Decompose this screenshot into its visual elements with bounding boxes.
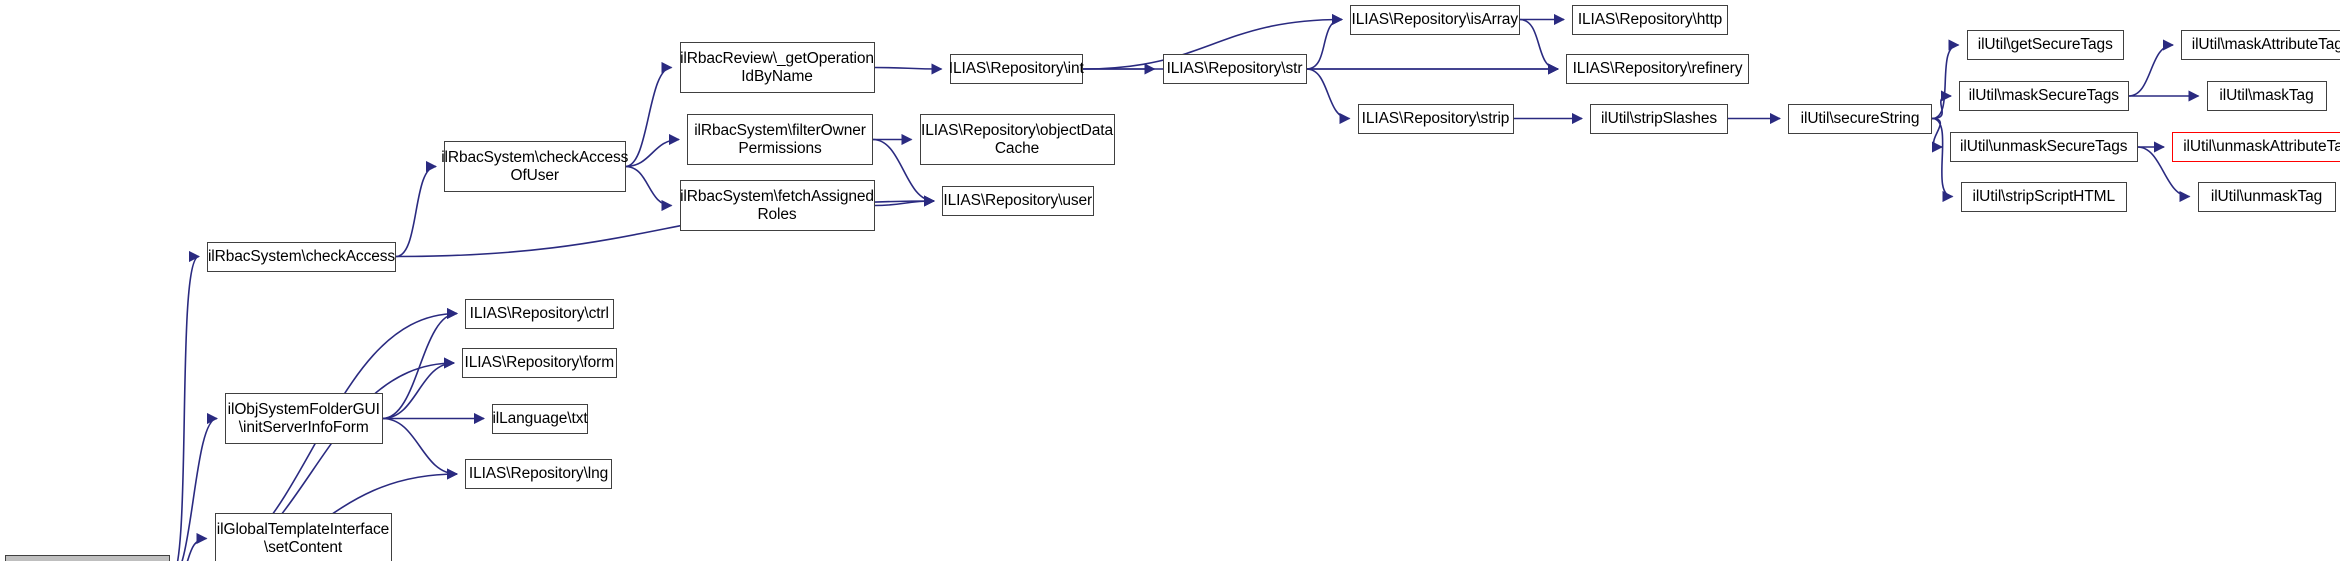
graph-edge	[1519, 18, 1560, 75]
graph-node-n10[interactable]: ilRbacSystem\filterOwner Permissions	[687, 114, 873, 165]
graph-node-n20[interactable]: ilUtil\stripSlashes	[1590, 103, 1728, 134]
graph-node-n6[interactable]: ILIAS\Repository\form	[462, 348, 617, 378]
graph-edge	[382, 417, 459, 480]
graph-node-n18[interactable]: ILIAS\Repository\http	[1572, 4, 1728, 35]
graph-edge	[874, 195, 936, 207]
graph-edge	[2128, 39, 2175, 97]
graph-node-n17[interactable]: ILIAS\Repository\strip	[1357, 103, 1514, 134]
graph-edge	[1931, 90, 1953, 120]
graph-node-n9[interactable]: ilRbacReview\_getOperation IdByName	[679, 42, 875, 93]
graph-edge	[625, 133, 681, 168]
graph-node-n7[interactable]: ilLanguage\txt	[492, 403, 588, 434]
graph-node-n26[interactable]: ilUtil\maskAttributeTag	[2181, 30, 2340, 60]
graph-edge	[1306, 68, 1351, 125]
graph-node-n21[interactable]: ilUtil\secureString	[1788, 103, 1932, 134]
graph-edge	[186, 532, 208, 561]
graph-edge	[1931, 117, 1944, 153]
graph-edge	[382, 357, 456, 420]
graph-node-n29[interactable]: ilUtil\unmaskTag	[2197, 181, 2336, 212]
graph-node-n24[interactable]: ilUtil\unmaskSecureTags	[1950, 132, 2138, 162]
graph-node-n0[interactable]: ilObjSystemFolderGUI \setServerInfoSubTa…	[4, 555, 170, 561]
graph-edge	[382, 307, 459, 420]
graph-edge	[181, 412, 219, 561]
graph-node-n3[interactable]: ilGlobalTemplateInterface \setContent	[214, 513, 392, 561]
graph-node-n8[interactable]: ILIAS\Repository\lng	[465, 459, 612, 489]
graph-node-n27[interactable]: ilUtil\maskTag	[2206, 81, 2327, 111]
graph-node-n23[interactable]: ilUtil\maskSecureTags	[1959, 81, 2129, 111]
graph-node-n12[interactable]: ILIAS\Repository\int	[949, 54, 1084, 84]
graph-node-n11[interactable]: ilRbacSystem\fetchAssigned Roles	[679, 180, 875, 231]
graph-node-n14[interactable]: ILIAS\Repository\user	[942, 186, 1094, 216]
graph-node-n22[interactable]: ilUtil\getSecureTags	[1966, 30, 2124, 60]
graph-node-n16[interactable]: ILIAS\Repository\isArray	[1350, 4, 1520, 35]
graph-edge	[625, 61, 673, 168]
graph-node-n25[interactable]: ilUtil\stripScriptHTML	[1960, 181, 2127, 212]
graph-node-n15[interactable]: ILIAS\Repository\str	[1162, 54, 1307, 84]
graph-node-n13[interactable]: ILIAS\Repository\objectData Cache	[919, 114, 1115, 165]
graph-edge	[1306, 13, 1344, 70]
graph-node-n1[interactable]: ilRbacSystem\checkAccess	[207, 241, 396, 272]
graph-edge	[395, 160, 438, 258]
graph-node-n28[interactable]: ilUtil\unmaskAttributeTag	[2172, 132, 2340, 162]
graph-node-n4[interactable]: ilRbacSystem\checkAccess OfUser	[441, 141, 628, 192]
graph-edge	[874, 63, 943, 75]
graph-node-n19[interactable]: ILIAS\Repository\refinery	[1566, 54, 1749, 84]
graph-node-n5[interactable]: ILIAS\Repository\ctrl	[465, 298, 614, 329]
graph-edge	[1931, 39, 1960, 120]
graph-edge	[625, 165, 673, 212]
graph-node-n2[interactable]: ilObjSystemFolderGUI \initServerInfoForm	[225, 393, 383, 444]
graph-edge	[176, 251, 201, 561]
